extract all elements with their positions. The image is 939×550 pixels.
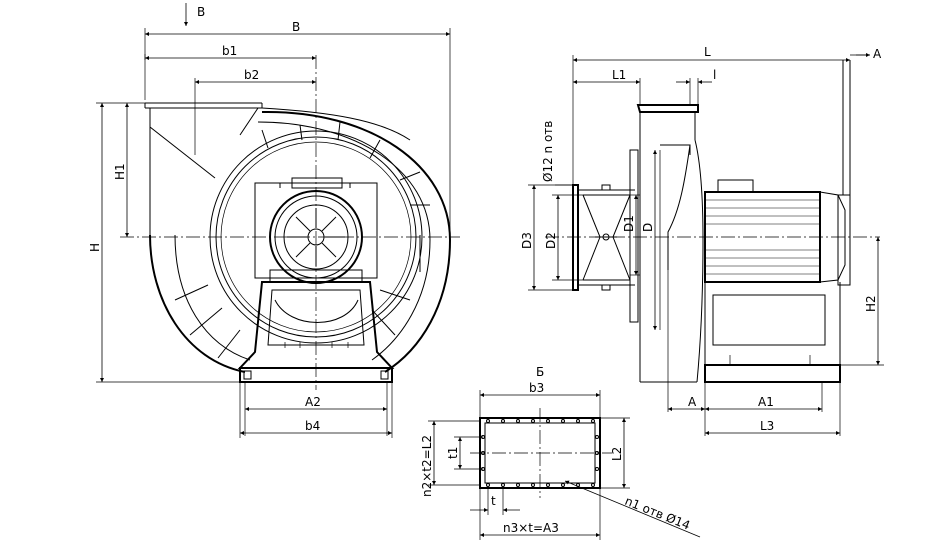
label-D: D [641,223,655,232]
flange-view: Б b3 n2×t [420,365,701,540]
dimension-t: t [470,488,520,515]
label-D2: D2 [544,232,558,249]
label-t1: t1 [446,447,460,459]
label-t: t [491,494,496,508]
holes-note-side-text: Ø12 n отв [541,121,555,182]
dimension-A: A [667,270,706,436]
label-b3: b3 [529,381,544,395]
label-l: l [713,68,716,82]
dimension-l: l [676,68,716,105]
dimension-L1: L1 [573,68,641,105]
view-arrow-a-label: A [873,47,882,61]
label-D3: D3 [520,232,534,249]
view-arrow-b-label: В [197,5,205,19]
dimension-n3t: n3×t=A3 [479,488,601,540]
label-L: L [704,45,711,59]
label-n3t: n3×t=A3 [503,521,559,535]
dimension-H: H [88,102,240,383]
dimension-b4: b4 [239,382,393,438]
holes-note-flange-text: n1 отв Ø14 [623,494,692,533]
label-n2t2: n2×t2=L2 [420,435,434,497]
holes-note-side: Ø12 n отв [541,121,573,186]
inlet-collector [572,184,635,291]
side-view: L A L1 l Ø12 n отв D3 [520,45,884,436]
base-side [704,282,841,383]
view-arrow-b: В [184,3,205,26]
dimension-A1: A1 [705,382,823,412]
label-L1: L1 [612,68,626,82]
dimension-H2: H2 [840,237,884,366]
motor-side [704,60,851,286]
dimension-L2: L2 [600,417,630,489]
label-H2: H2 [864,295,878,312]
dimension-b3: b3 [479,381,601,418]
dimension-t1: t1 [446,436,483,470]
label-A1: A1 [758,395,774,409]
label-A2: A2 [305,395,321,409]
dimension-H1: H1 [113,103,129,237]
flange-holes [481,419,599,487]
label-b1: b1 [222,44,237,58]
label-L3: L3 [760,419,774,433]
dimension-D2: D2 [544,194,583,281]
dimension-D3: D3 [520,184,573,291]
label-b2: b2 [244,68,259,82]
outlet-duct [144,102,411,235]
front-view: В [88,3,460,438]
holes-note-flange: n1 отв Ø14 [564,480,701,538]
dimension-b2: b2 [194,68,316,155]
label-H1: H1 [113,163,127,180]
dimension-L3: L3 [705,382,841,436]
dimension-D1: D1 [622,194,640,276]
dimension-b1: b1 [144,44,316,60]
label-A: A [688,395,697,409]
casing-side [629,104,704,383]
dimension-n2t2: n2×t2=L2 [420,420,480,497]
dimension-L: L A [572,45,882,185]
label-b4: b4 [305,419,320,433]
flange-view-title: Б [536,365,544,379]
label-H: H [88,243,102,252]
label-D1: D1 [622,215,636,232]
label-L2: L2 [610,447,624,461]
label-B: B [292,20,300,34]
dimension-B: B [144,20,451,235]
dimension-D: D [641,150,657,330]
dimension-A2: A2 [244,382,388,436]
